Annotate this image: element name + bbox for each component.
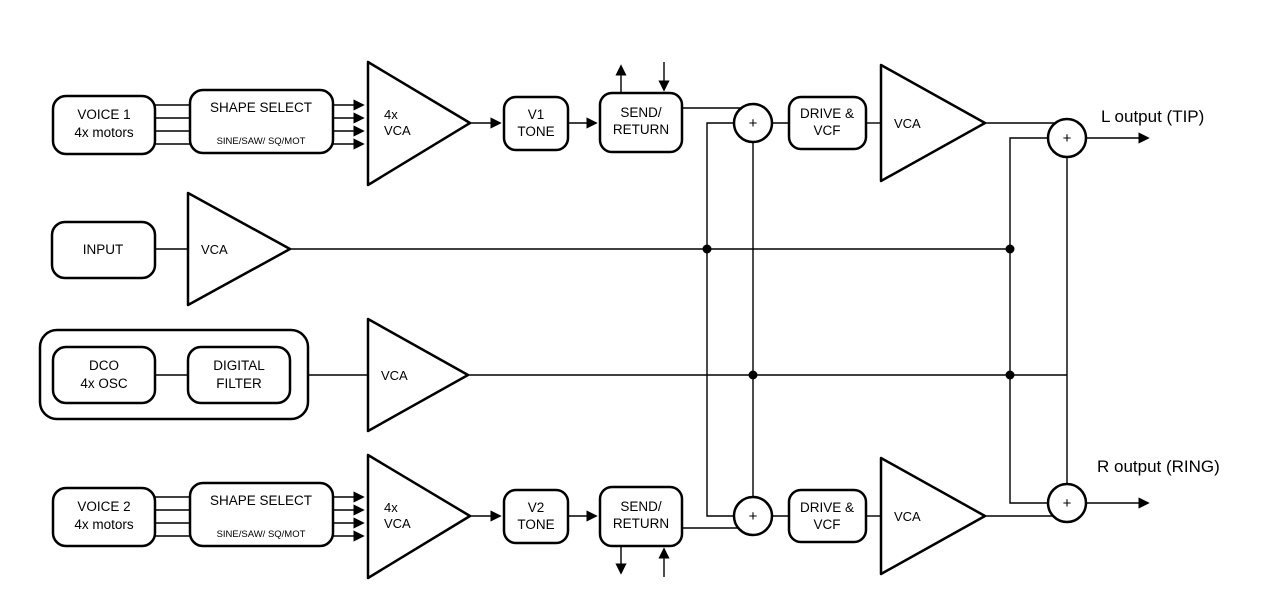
v2-tone-label-line1: V2 — [528, 500, 545, 515]
junction-dot-dco-left — [748, 370, 758, 380]
voice2-chain: VOICE 2 4x motors SHAPE SELECT SINE/SAW/… — [51, 453, 1053, 580]
vca4x-1-triangle — [366, 60, 472, 187]
sum-l-plus: + — [1063, 130, 1072, 147]
shape-select2-block — [188, 481, 335, 548]
drive-vcf1-label-line1: DRIVE & — [800, 106, 854, 121]
shape-select1-modes: SINE/SAW/ SQ/MOT — [217, 136, 306, 147]
voice1-chain: VOICE 1 4x motors SHAPE SELECT SINE/SAW/… — [51, 60, 1055, 187]
digital-filter-label-line2: FILTER — [216, 376, 262, 391]
l-output-label: L output (TIP) — [1101, 107, 1204, 126]
sum2-plus: + — [749, 508, 758, 525]
send-return2-label-line1: SEND/ — [620, 499, 662, 514]
voice1-block — [51, 94, 157, 156]
send-return1-label-line2: RETURN — [613, 122, 669, 137]
vca4x-2-label-line1: 4x — [384, 500, 398, 515]
dco-block — [51, 345, 157, 405]
vca4x-2-triangle — [366, 453, 472, 580]
input-label: INPUT — [83, 242, 124, 257]
vca-l-triangle — [879, 63, 987, 183]
dco-chain: DCO 4x OSC DIGITAL FILTER VCA — [38, 317, 1067, 433]
voice2-block — [51, 486, 157, 548]
voice2-label-line2: 4x motors — [74, 517, 134, 532]
vca-r-label: VCA — [894, 509, 921, 524]
vca4x-1-label-line2: VCA — [384, 123, 411, 138]
drive-vcf2-label-line1: DRIVE & — [800, 500, 854, 515]
send-return1-block — [598, 91, 684, 154]
digital-filter-block — [186, 345, 292, 405]
v1-tone-label-line1: V1 — [528, 107, 545, 122]
input-block — [50, 220, 157, 280]
vca-r-triangle — [879, 456, 987, 576]
vca-dco-label: VCA — [381, 368, 408, 383]
bus-right-outer — [1009, 137, 1048, 504]
routing-buses — [702, 122, 1068, 517]
v2-tone-label-line2: TONE — [517, 517, 554, 532]
v1-tone-label-line2: TONE — [517, 124, 554, 139]
bus-left-outer — [706, 122, 734, 517]
sum-r-plus: + — [1063, 495, 1072, 512]
vca4x-1-label-line1: 4x — [384, 107, 398, 122]
sum1-plus: + — [749, 115, 758, 132]
r-output-label: R output (RING) — [1097, 457, 1220, 476]
voice2-label-line1: VOICE 2 — [77, 499, 130, 514]
shape-select1-block — [188, 88, 335, 155]
input-chain: INPUT VCA — [50, 191, 1010, 307]
send-return2-block — [598, 485, 684, 548]
vca-dco-triangle — [366, 317, 470, 433]
vca4x-2-label-line2: VCA — [384, 516, 411, 531]
junction-dot-dco-right — [1005, 370, 1015, 380]
send-return2-label-line2: RETURN — [613, 516, 669, 531]
shape-select1-title: SHAPE SELECT — [210, 100, 312, 115]
digital-filter-label-line1: DIGITAL — [213, 358, 265, 373]
drive-vcf1-label-line2: VCF — [814, 123, 841, 138]
send-return1-label-line1: SEND/ — [620, 105, 662, 120]
vca-input-label: VCA — [201, 242, 228, 257]
dco-label-line2: 4x OSC — [80, 376, 128, 391]
outputs: + L output (TIP) + R output (RING) — [1046, 107, 1220, 524]
vca-input-triangle — [186, 191, 292, 307]
voice1-label-line2: 4x motors — [74, 125, 134, 140]
shape-select2-title: SHAPE SELECT — [210, 493, 312, 508]
drive-vcf2-block — [787, 488, 868, 544]
junction-dot-input-right — [1005, 244, 1015, 254]
junction-dot-input-left — [702, 244, 712, 254]
dco-label-line1: DCO — [89, 358, 119, 373]
drive-vcf2-label-line2: VCF — [814, 517, 841, 532]
voice1-label-line1: VOICE 1 — [77, 107, 130, 122]
vca-l-label: VCA — [894, 116, 921, 131]
shape-select2-modes: SINE/SAW/ SQ/MOT — [217, 529, 306, 540]
